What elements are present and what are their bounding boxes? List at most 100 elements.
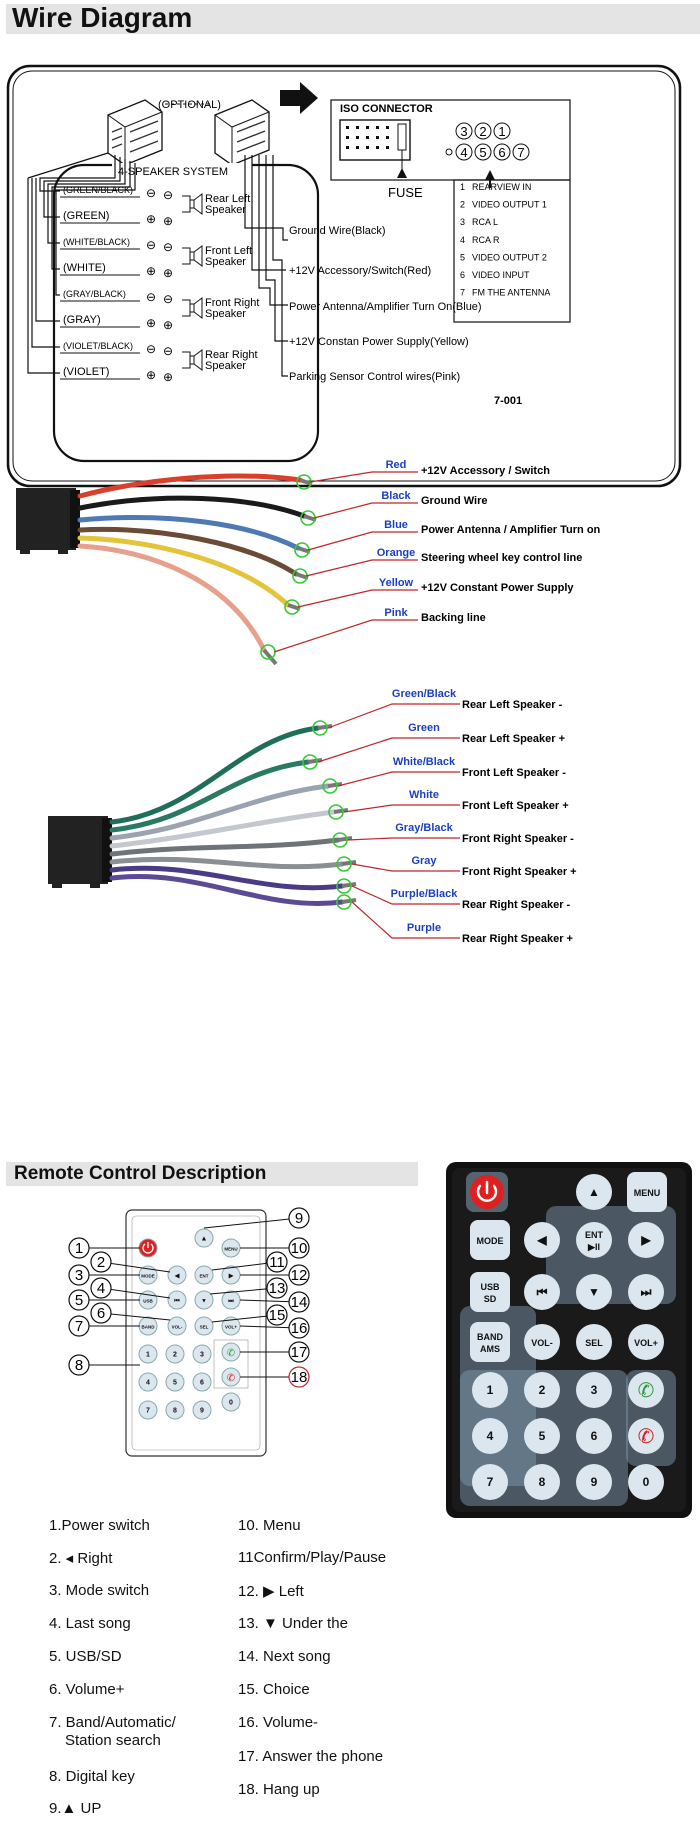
remote-key-label: 4 bbox=[487, 1429, 494, 1443]
pin-row-label: VIDEO OUTPUT 2 bbox=[472, 252, 547, 262]
small-remote-key: 6 bbox=[192, 1372, 212, 1392]
speaker-wire-label: (GREEN) bbox=[63, 210, 109, 222]
callout-circle bbox=[288, 1264, 310, 1286]
remote-key-label: BAND bbox=[477, 1332, 503, 1342]
remote-key-label: VOL- bbox=[531, 1338, 553, 1348]
small-remote-key: ENT bbox=[194, 1265, 214, 1285]
remote-key-label: ▲ bbox=[588, 1185, 600, 1199]
callout-circle bbox=[288, 1341, 310, 1363]
wire-function-label: Front Right Speaker - bbox=[462, 833, 574, 845]
speaker-label: Speaker bbox=[205, 256, 246, 268]
wire-color-label: Blue bbox=[384, 519, 408, 531]
phone-answer-icon: ✆ bbox=[638, 1380, 655, 1402]
hangup-key: ✆ bbox=[628, 1418, 664, 1454]
digit-key: 7 bbox=[472, 1464, 508, 1500]
harness1-wire bbox=[77, 473, 303, 499]
speaker-wire-label: (VIOLET/BLACK) bbox=[63, 341, 133, 351]
harness2-wire bbox=[109, 865, 345, 891]
connection-ring bbox=[336, 894, 352, 910]
callout-circle bbox=[68, 1264, 90, 1286]
small-remote-key: 2 bbox=[165, 1344, 185, 1364]
speaker-wire-label: (WHITE/BLACK) bbox=[63, 237, 130, 247]
wire-function-label: Front Right Speaker + bbox=[462, 866, 577, 878]
small-up-key: ▲ bbox=[194, 1228, 214, 1248]
polarity-symbol: ⊖ bbox=[146, 186, 156, 200]
model-code: 7-001 bbox=[494, 395, 522, 407]
pin-arrow-icon bbox=[485, 170, 495, 180]
wire-color-label: Gray/Black bbox=[395, 822, 453, 834]
speaker-system-label: 4-SPEAKER SYSTEM bbox=[118, 166, 228, 178]
digit-key: 8 bbox=[524, 1464, 560, 1500]
callout-circle bbox=[90, 1302, 112, 1324]
wire-function-label: Front Left Speaker - bbox=[462, 767, 566, 779]
callout-circle bbox=[266, 1304, 288, 1326]
wire-function-label: Rear Right Speaker + bbox=[462, 933, 573, 945]
power-wire-label: +12V Constan Power Supply(Yellow) bbox=[289, 336, 469, 348]
wire-function-label: Rear Left Speaker + bbox=[462, 733, 565, 745]
speaker-wire-label: (GREEN/BLACK) bbox=[63, 185, 133, 195]
polarity-symbol: ⊖ bbox=[146, 342, 156, 356]
speaker-icon bbox=[193, 349, 203, 371]
small-key-label: ◀ bbox=[174, 1273, 180, 1280]
pin-circle bbox=[474, 143, 492, 161]
remote-key-label: 9 bbox=[591, 1475, 598, 1489]
title-bar bbox=[6, 4, 700, 34]
arrow-right-icon bbox=[280, 82, 318, 114]
pin-row-number: 5 bbox=[460, 252, 465, 262]
harness2-wire bbox=[109, 725, 321, 825]
speaker-wire-label: (VIOLET) bbox=[63, 366, 109, 378]
remote-key-label: 5 bbox=[539, 1429, 546, 1443]
connection-ring bbox=[322, 778, 338, 794]
wire-terminal bbox=[303, 514, 317, 522]
remote-key-label: 3 bbox=[591, 1383, 598, 1397]
leader-line bbox=[297, 589, 418, 608]
digit-key: 2 bbox=[524, 1372, 560, 1408]
pin-table bbox=[453, 179, 571, 323]
legend-item: 17. Answer the phone bbox=[238, 1748, 384, 1765]
speaker-label: Front Right bbox=[205, 297, 259, 309]
polarity-symbol: ⊕ bbox=[163, 214, 173, 228]
speaker-label: Rear Right bbox=[205, 349, 258, 361]
pin-row-label: RCA L bbox=[472, 217, 498, 227]
phone-hangup-icon: ✆ bbox=[638, 1426, 655, 1448]
speaker-icon bbox=[193, 193, 203, 215]
power-icon bbox=[142, 1242, 154, 1254]
polarity-symbol: ⊖ bbox=[146, 238, 156, 252]
wire-terminal bbox=[262, 648, 278, 666]
answer-key: ✆ bbox=[628, 1372, 664, 1408]
connection-ring bbox=[302, 754, 318, 770]
small-remote-key: 7 bbox=[138, 1400, 158, 1420]
digit-key: 4 bbox=[472, 1418, 508, 1454]
wire-color-label: Purple/Black bbox=[391, 888, 459, 900]
small-key-label: 5 bbox=[173, 1380, 177, 1387]
wire-terminal bbox=[299, 478, 313, 486]
legend-item: 11Confirm/Play/Pause bbox=[238, 1549, 387, 1566]
harness1-wire bbox=[77, 535, 291, 608]
small-key-label: 7 bbox=[146, 1408, 150, 1415]
power-wire-label: Power Antenna/Amplifier Turn On(Blue) bbox=[289, 301, 482, 313]
pin-row-number: 6 bbox=[460, 270, 465, 280]
harness2-wire bbox=[109, 874, 345, 906]
wire-color-label: Pink bbox=[384, 607, 408, 619]
small-prev-key: ⏮ bbox=[167, 1290, 187, 1310]
small-key-label: 0 bbox=[229, 1400, 233, 1407]
iso-connector-box bbox=[330, 99, 571, 181]
small-key-label: 4 bbox=[146, 1380, 150, 1387]
legend-item: 15. Choice bbox=[238, 1681, 310, 1698]
pin-row-number: 2 bbox=[460, 200, 465, 210]
leader-line bbox=[351, 901, 460, 939]
harness1-connector bbox=[16, 488, 80, 554]
remote-key-label: SD bbox=[484, 1294, 497, 1304]
polarity-symbol: ⊕ bbox=[146, 316, 156, 330]
wire-terminal bbox=[333, 808, 349, 814]
wire-function-label: +12V Constant Power Supply bbox=[421, 582, 574, 594]
sel-key: SEL bbox=[576, 1324, 612, 1360]
remote-key-label: VOL+ bbox=[634, 1338, 658, 1348]
legend-item: 7. Band/Automatic/ bbox=[49, 1714, 176, 1731]
callout-number: 5 bbox=[75, 1292, 83, 1309]
pin-row-number: 1 bbox=[460, 182, 465, 192]
wire-terminal bbox=[307, 758, 323, 764]
small-remote-key: SEL bbox=[194, 1316, 214, 1336]
